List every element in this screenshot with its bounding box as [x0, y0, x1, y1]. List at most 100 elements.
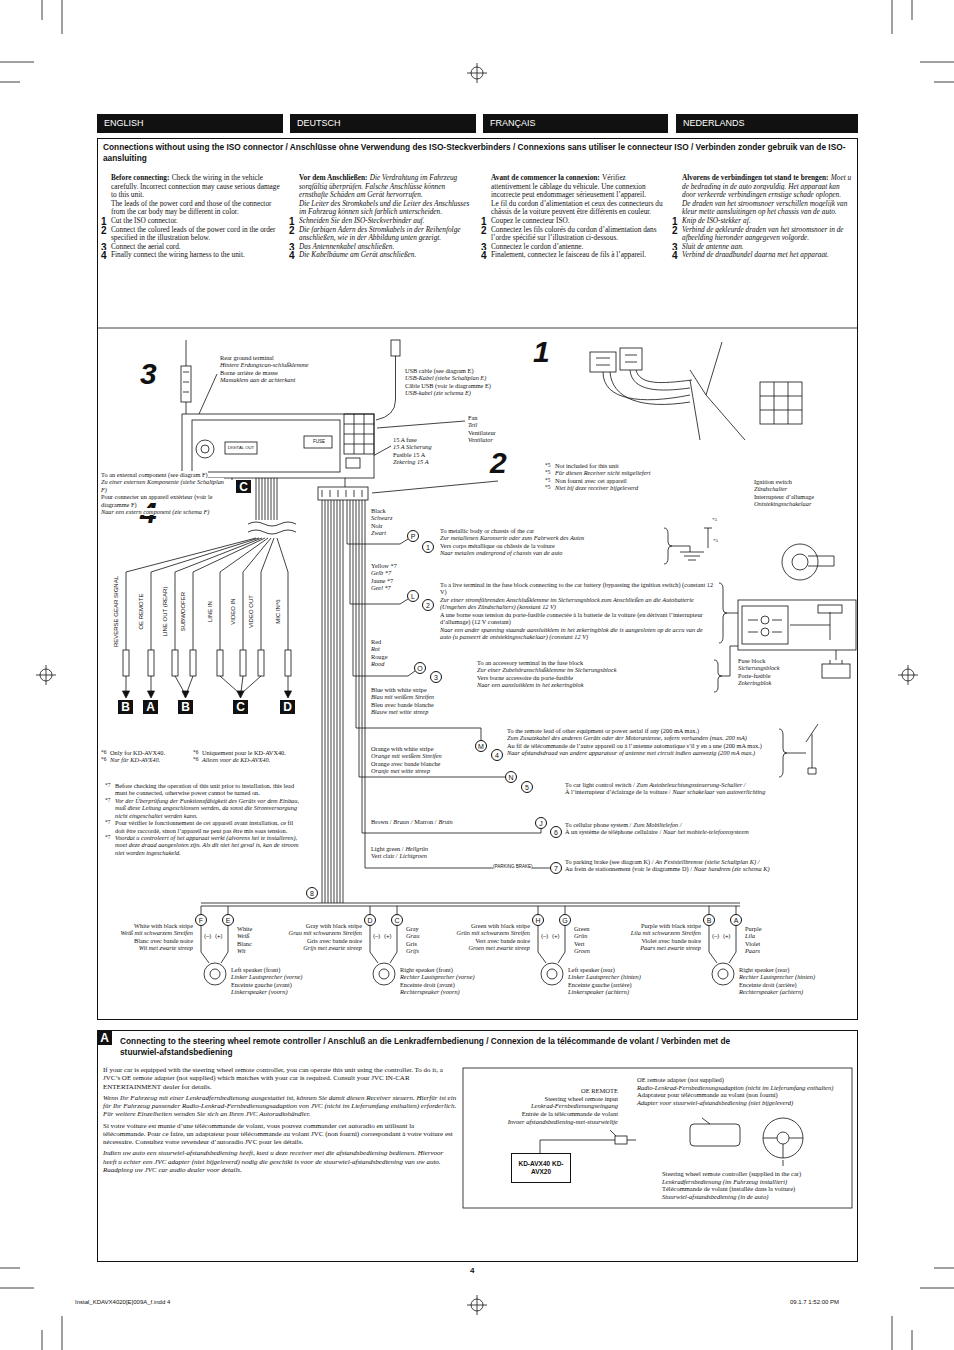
text-row: Ontstekingsschakelaar — [754, 500, 854, 507]
wire-color: Grijs met zwarte streep — [303, 944, 362, 951]
wire-color: Marron / — [414, 818, 436, 825]
wire-color: Red — [371, 638, 381, 645]
rca-cables — [248, 522, 296, 534]
step-number: 2 — [490, 445, 520, 480]
wire-color: Vert clair / — [371, 852, 398, 859]
adapter-illustration — [463, 1068, 852, 1208]
aerial-cable — [183, 372, 189, 392]
text-row: Zwart — [371, 529, 433, 536]
speaker-label: Linker Lautsprecher (vorne) — [231, 973, 302, 980]
wire-marker: G — [559, 914, 571, 926]
text-row: 1 — [533, 334, 563, 369]
wire-marker: P — [407, 530, 419, 542]
text-row: Si votre voiture est munie d’une télécom… — [103, 1122, 458, 1147]
text-row: *6Nur für KD-AVX40. — [101, 756, 196, 763]
instruction-text: Finalement, connectez le faisceau de fil… — [491, 250, 646, 259]
wire-color: Blau mit weißem Streifen — [371, 693, 434, 700]
text-row: MIC IN*6 — [275, 572, 282, 652]
text-row: (–) — [541, 933, 552, 940]
wire-color: Blanc avec bande noire — [134, 937, 193, 944]
section-title: Connecting to the steering wheel remote … — [98, 1031, 746, 1058]
text-row: 3 — [140, 356, 170, 391]
text-row: Lila — [745, 932, 787, 939]
wire-destination: To parking brake (see diagram K) /An Fes… — [565, 858, 855, 873]
head-unit — [201, 445, 209, 453]
wire-destination: Naar een aansluitklem in het zekeringblo… — [477, 681, 584, 688]
part-label: 15 A fuse — [393, 436, 417, 443]
wire-color: Groen — [574, 947, 590, 954]
node-label: 7 — [554, 865, 558, 872]
instruction-text: Alvorens de verbindingen tot stand te br… — [672, 174, 854, 260]
usb-cable — [376, 356, 396, 420]
wire-color: BlackSchwarzNoirZwart — [371, 507, 433, 537]
text-row: Adaptateur pour télécommande au volant (… — [637, 1091, 852, 1099]
rca-cables — [126, 538, 288, 572]
text-row: Rechter Lautsprecher (hinten) — [739, 973, 857, 980]
wire-destination: To car light control switch / — [565, 781, 635, 788]
fuse-block — [714, 583, 856, 692]
wiring-harness — [201, 478, 740, 914]
instruction-text: Before connecting:Check the wiring in th… — [101, 174, 281, 260]
node-label: N — [508, 774, 513, 781]
node-label: D — [283, 701, 292, 713]
footnote: *6 — [193, 756, 198, 762]
speaker-label: Enceinte gauche (avant) — [231, 981, 292, 988]
wire-color: Light green /HellgrünVert clair /Lichtgr… — [371, 845, 501, 860]
text-row: Brown /Braun /Marron /Bruin — [371, 818, 531, 825]
diagram-badge: C — [236, 480, 251, 493]
wire-color: Violet avec bande noire — [641, 937, 701, 944]
registration-mark — [36, 665, 56, 685]
instruction-text: Coupez le connecteur ISO. — [491, 216, 570, 225]
speaker-label: Right speaker (front) — [400, 966, 453, 973]
wire-color: Jaune *7 — [371, 577, 393, 584]
speaker-symbol — [373, 963, 395, 985]
speaker-label: Rechterspeaker (achtern) — [739, 988, 803, 995]
wire-color: Braun / — [393, 818, 412, 825]
text-row: Grau mit schwarzem Streifen — [270, 929, 362, 936]
wire-color: Green with black stripe — [471, 922, 530, 929]
text-row: Linker Lautsprecher (hinten) — [568, 973, 686, 980]
text-row: SUBWOOFER — [180, 572, 187, 652]
wire-color: Paars — [745, 947, 760, 954]
wire-color: Vert avec bande noire — [475, 937, 530, 944]
unit-marking: FUSE — [313, 439, 325, 444]
text-row: 2Verbind de gekleurde draden van het str… — [672, 226, 854, 243]
connector-label: VIDEO OUT — [248, 572, 255, 652]
text-row: Naar een ander spanning staande aansluit… — [440, 626, 715, 641]
text-row: OE REMOTE — [138, 572, 145, 652]
wire-color: Paars met zwarte streep — [640, 944, 701, 951]
text-row: (–) — [204, 933, 215, 940]
node-label: A — [100, 1032, 109, 1044]
connector-label: REVERSE GEAR SIGNAL — [113, 576, 119, 647]
instruction-text: Connectez les fils colorés du cordon d’a… — [491, 225, 657, 243]
speaker-label: Right speaker (rear)Rechter Lautsprecher… — [739, 966, 857, 996]
footnote: *6 — [101, 749, 106, 755]
wire-marking: (PARKING BRAKE) — [493, 864, 532, 869]
footnote: *7 — [105, 834, 110, 840]
head-unit — [182, 414, 374, 478]
part-label: Ventilateur — [468, 429, 496, 436]
wire-color: Grijs — [406, 947, 419, 954]
step-number: 1 — [533, 334, 563, 369]
head-unit — [304, 436, 332, 448]
wire-marker: L — [407, 590, 419, 602]
speaker-symbol — [379, 969, 389, 979]
wire-color: Purple with black stripeLila mit schwarz… — [609, 922, 701, 952]
text-row: OE remote adapter (not supplied) — [637, 1076, 852, 1084]
polarity-mark: (–) — [541, 933, 552, 940]
print-info: 09.1.7 1:52:00 PM — [790, 1299, 839, 1305]
text-row: Groen met zwarte streep — [438, 944, 530, 951]
polarity-mark: (+) — [723, 933, 734, 940]
wire-color: Blue with white stripe — [371, 686, 427, 693]
wire-color: Blauw met witte streep — [371, 708, 428, 715]
speaker-symbol — [718, 969, 728, 979]
text-row: Paars — [745, 947, 787, 954]
part-label: Interrupteur d’allumage — [754, 493, 814, 500]
wiring-harness — [318, 487, 368, 500]
unit-marking: DIGITAL OUT — [228, 445, 255, 450]
speaker-label: Left speaker (rear)Linker Lautsprecher (… — [568, 966, 686, 996]
wire-color: Lichtgroen — [399, 852, 426, 859]
node-label: B — [707, 917, 712, 924]
text-row: Rood — [371, 660, 433, 667]
